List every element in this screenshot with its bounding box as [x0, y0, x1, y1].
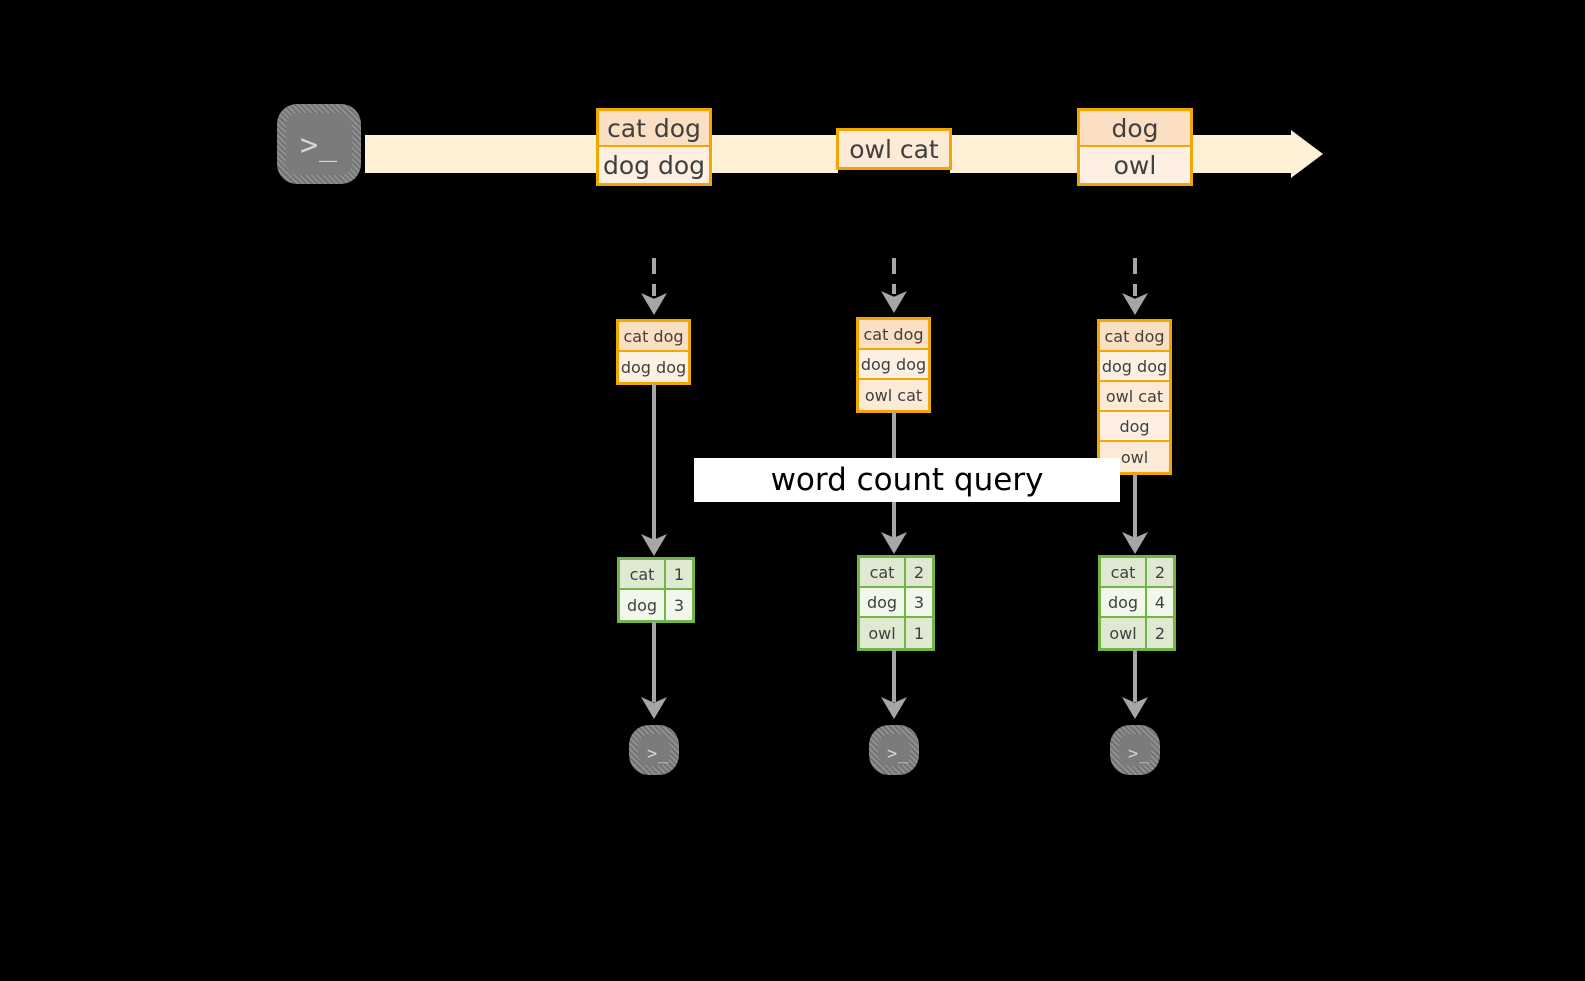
query-banner-label: word count query	[770, 462, 1044, 498]
arrowhead-icon	[641, 293, 667, 315]
record-row: dog	[1080, 111, 1190, 147]
result-key: dog	[860, 588, 906, 616]
result-value: 3	[666, 590, 692, 620]
result-key: cat	[860, 558, 906, 586]
result-key: owl	[860, 618, 906, 648]
result-value: 2	[1147, 618, 1173, 648]
result-key: dog	[620, 590, 666, 620]
result-value: 2	[906, 558, 932, 586]
result-value: 4	[1147, 588, 1173, 616]
record-row: owl cat	[859, 380, 928, 410]
record-row: owl cat	[1100, 382, 1169, 412]
consumer-terminal-icon-2[interactable]: >_	[869, 725, 919, 775]
consumer-terminal-icon-1[interactable]: >_	[629, 725, 679, 775]
result-value: 1	[906, 618, 932, 648]
query-banner: word count query	[694, 458, 1120, 502]
snapshot-t1-output-connector	[652, 622, 656, 702]
result-key: dog	[1101, 588, 1147, 616]
snapshot-t1-result[interactable]: cat 1 dog 3	[617, 557, 695, 623]
record-row: owl	[1080, 147, 1190, 183]
snapshot-t3-query-connector	[1133, 474, 1137, 547]
terminal-prompt-glyph: >_	[300, 128, 339, 163]
consumer-terminal-icon-3[interactable]: >_	[1110, 725, 1160, 775]
table-row: cat 2	[860, 558, 932, 588]
terminal-screen	[638, 734, 670, 766]
record-row: dog dog	[599, 147, 709, 183]
result-value: 3	[906, 588, 932, 616]
table-row: dog 3	[860, 588, 932, 618]
snapshot-t2-input[interactable]: cat dog dog dog owl cat	[856, 317, 931, 413]
snapshot-t3-output-connector	[1133, 650, 1137, 702]
producer-terminal-icon[interactable]: >_	[277, 104, 361, 184]
record-row: cat dog	[1100, 322, 1169, 352]
record-row: owl	[1100, 442, 1169, 472]
table-row: cat 2	[1101, 558, 1173, 588]
terminal-screen	[878, 734, 910, 766]
stream-band-right	[1189, 135, 1293, 173]
arrowhead-icon	[1122, 293, 1148, 315]
record-row: dog dog	[859, 350, 928, 380]
snapshot-t2-output-connector	[892, 650, 896, 702]
stream-to-snapshot-connector	[652, 258, 656, 296]
stream-band-middle-1	[708, 135, 838, 173]
table-row: dog 4	[1101, 588, 1173, 618]
result-value: 2	[1147, 558, 1173, 586]
snapshot-t3-result[interactable]: cat 2 dog 4 owl 2	[1098, 555, 1176, 651]
terminal-prompt-glyph: >_	[647, 744, 670, 764]
result-key: cat	[1101, 558, 1147, 586]
table-row: cat 1	[620, 560, 692, 590]
stream-band-left	[365, 135, 600, 173]
terminal-screen	[286, 113, 352, 175]
snapshot-t1-input[interactable]: cat dog dog dog	[616, 319, 691, 385]
snapshot-t2-result[interactable]: cat 2 dog 3 owl 1	[857, 555, 935, 651]
stream-to-snapshot-connector	[892, 258, 896, 294]
snapshot-t3-input[interactable]: cat dog dog dog owl cat dog owl	[1097, 319, 1172, 475]
record-row: cat dog	[619, 322, 688, 352]
terminal-prompt-glyph: >_	[887, 744, 910, 764]
stream-arrowhead-icon	[1291, 130, 1323, 178]
record-row: owl cat	[839, 131, 949, 167]
terminal-prompt-glyph: >_	[1128, 744, 1151, 764]
result-key: owl	[1101, 618, 1147, 648]
table-row: owl 2	[1101, 618, 1173, 648]
arrowhead-icon	[881, 291, 907, 313]
stream-batch-1[interactable]: cat dog dog dog	[596, 108, 712, 186]
record-row: dog dog	[1100, 352, 1169, 382]
table-row: dog 3	[620, 590, 692, 620]
terminal-screen	[1119, 734, 1151, 766]
snapshot-t1-query-connector	[652, 384, 656, 549]
stream-batch-3[interactable]: dog owl	[1077, 108, 1193, 186]
record-row: dog dog	[619, 352, 688, 382]
stream-to-snapshot-connector	[1133, 258, 1137, 296]
record-row: cat dog	[599, 111, 709, 147]
result-key: cat	[620, 560, 666, 588]
record-row: cat dog	[859, 320, 928, 350]
stream-batch-2[interactable]: owl cat	[836, 128, 952, 170]
result-value: 1	[666, 560, 692, 588]
record-row: dog	[1100, 412, 1169, 442]
table-row: owl 1	[860, 618, 932, 648]
stream-band-middle-2	[950, 135, 1080, 173]
